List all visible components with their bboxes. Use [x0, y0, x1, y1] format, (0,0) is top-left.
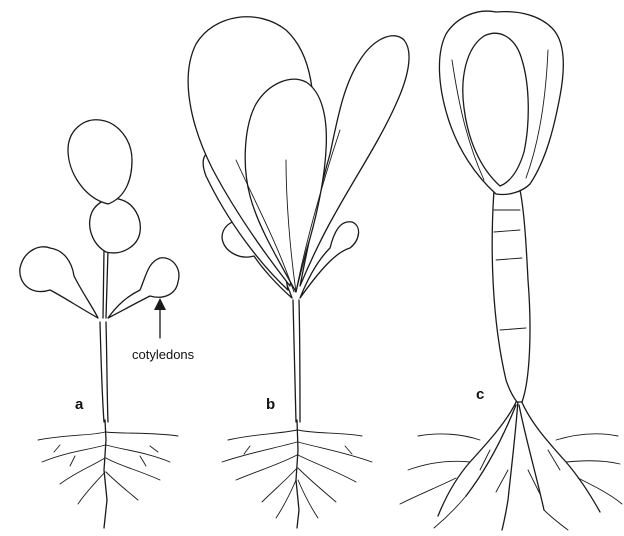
true-leaf-upper-a: [68, 120, 132, 204]
seedling-b: b: [188, 17, 409, 528]
cotyledons-annotation: cotyledons: [132, 298, 195, 362]
cotyledons-label: cotyledons: [132, 347, 195, 362]
panel-label-c: c: [476, 386, 484, 403]
seedling-a: a: [20, 120, 179, 528]
roots-a: [38, 420, 178, 528]
stem-a: [100, 322, 104, 422]
arrow-up-icon: [154, 298, 166, 310]
stem-b: [293, 300, 296, 422]
plant-c: c: [400, 11, 622, 530]
panel-label-a: a: [75, 396, 84, 413]
cotyledon-right-a: [108, 258, 179, 318]
panel-label-b: b: [266, 396, 275, 413]
stem-c: [492, 190, 530, 402]
roots-b: [222, 420, 372, 528]
cotyledon-left-a: [20, 247, 98, 318]
true-leaf-lower-a: [90, 199, 141, 253]
roots-c: [400, 400, 622, 530]
